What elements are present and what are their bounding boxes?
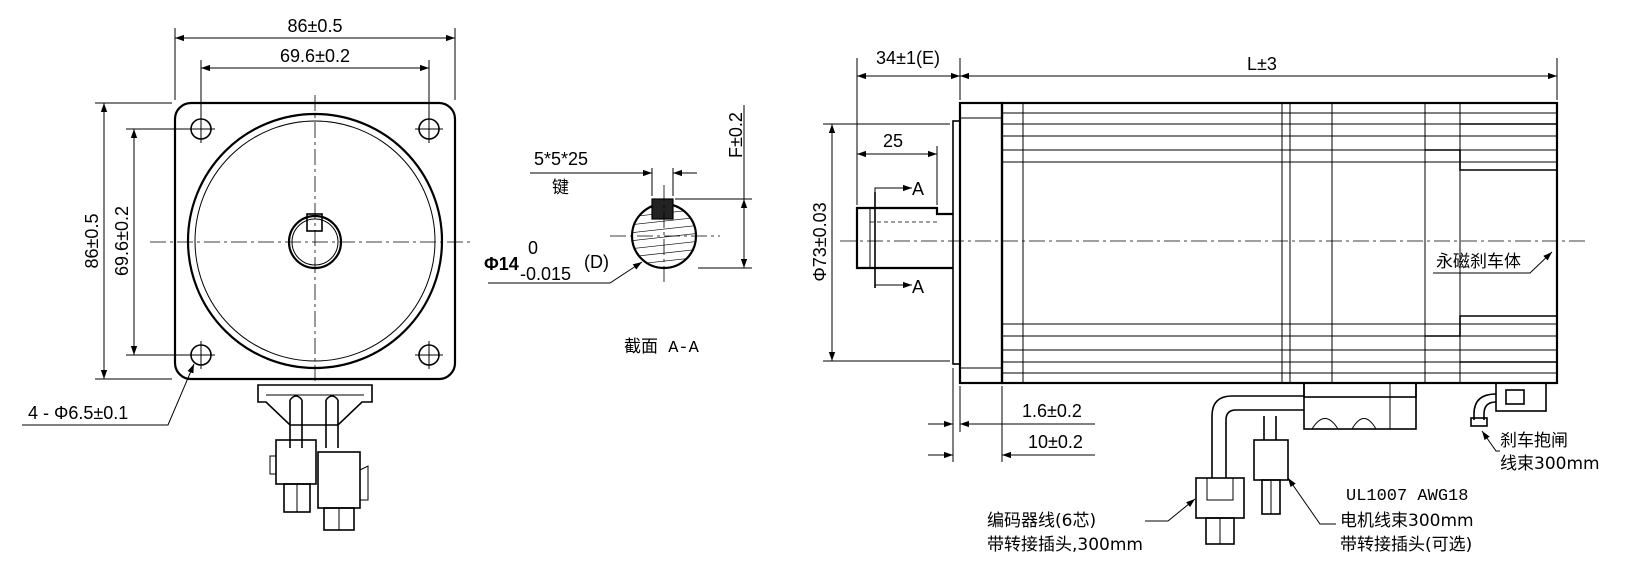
shaft-tol-upper: 0 xyxy=(528,238,538,258)
front-dim-height-lines xyxy=(95,102,190,380)
side-body-fins xyxy=(1002,103,1557,383)
dim-key-height: F±0.2 xyxy=(726,112,746,158)
front-connector-assembly xyxy=(257,384,373,531)
dim-overall-width: 86±0.5 xyxy=(288,16,343,36)
key-size-label: 5*5*25 xyxy=(534,149,588,169)
brake-body-label: 永磁刹车体 xyxy=(1436,252,1521,272)
side-shaft xyxy=(855,206,953,270)
side-pilot xyxy=(952,120,961,365)
side-connector-housing xyxy=(1303,382,1417,430)
shaft-dia-suffix: (D) xyxy=(584,252,609,272)
motor-line1: 电机线束300mm xyxy=(1340,511,1474,531)
section-marker-top: A xyxy=(912,179,924,199)
shaft-dia-prefix: Φ14 xyxy=(484,254,519,274)
motor-line2: 带转接插头(可选) xyxy=(1340,535,1472,555)
encoder-leader xyxy=(1145,498,1196,522)
brake-body-leader xyxy=(1433,251,1553,274)
shaft-dia-leader xyxy=(488,261,643,284)
key-label: 键 xyxy=(552,178,569,198)
key-width-dim xyxy=(530,168,697,196)
brake-cable-line1: 刹车抱闸 xyxy=(1500,431,1568,451)
side-view: A A 34±1(E) L±3 25 Φ73±0.03 xyxy=(810,48,1600,555)
dim-hole-spacing-width: 69.6±0.2 xyxy=(280,46,350,66)
mount-hole-crosshairs xyxy=(187,115,443,369)
motor-power-cable xyxy=(1253,416,1289,515)
shaft-tol-lower: -0.015 xyxy=(520,264,571,284)
dim-pilot-dia: Φ73±0.03 xyxy=(810,202,830,281)
dim-flange-thickness: 10±0.2 xyxy=(1028,432,1083,452)
brake-connector xyxy=(1470,382,1547,427)
side-pilot-dim xyxy=(823,123,950,362)
dim-overall-height: 86±0.5 xyxy=(82,214,102,269)
front-view: 86±0.5 69.6±0.2 86±0.5 69.6±0.2 4 - Φ6.5… xyxy=(22,16,470,531)
dim-body-length: L±3 xyxy=(1247,54,1277,74)
section-key xyxy=(651,198,674,220)
brake-cable-line2: 线束300mm xyxy=(1500,454,1600,474)
side-flange xyxy=(958,101,1004,385)
front-key xyxy=(306,213,323,232)
dim-mount-holes: 4 - Φ6.5±0.1 xyxy=(28,403,128,423)
section-caption: 截面 A-A xyxy=(624,337,700,358)
motor-line0: UL1007 AWG18 xyxy=(1346,487,1468,506)
encoder-cable xyxy=(1195,395,1304,545)
dim-hole-spacing-height: 69.6±0.2 xyxy=(112,206,132,276)
side-top-dims xyxy=(856,58,1558,205)
side-bottom-dims xyxy=(928,368,1095,462)
dim-key-length: 25 xyxy=(883,131,903,151)
encoder-line1: 编码器线(6芯) xyxy=(987,511,1096,531)
section-marker-bottom: A xyxy=(912,277,924,297)
motor-cable-leader xyxy=(1287,477,1336,525)
encoder-line2: 带转接插头,300mm xyxy=(987,535,1143,555)
side-motor-body xyxy=(1000,101,1559,385)
brake-end-steps xyxy=(1425,123,1557,363)
brake-cable-leader xyxy=(1481,430,1500,452)
dim-shaft-extension: 34±1(E) xyxy=(876,48,940,68)
dim-pilot-depth: 1.6±0.2 xyxy=(1022,401,1082,421)
mount-hole-leader xyxy=(22,363,195,426)
section-view: 5*5*25 键 F±0.2 Φ14 0 -0.015 (D) 截面 A-A xyxy=(484,105,752,358)
key-height-dim xyxy=(675,105,752,269)
front-dim-width-lines xyxy=(174,28,456,118)
section-marker xyxy=(874,184,912,289)
